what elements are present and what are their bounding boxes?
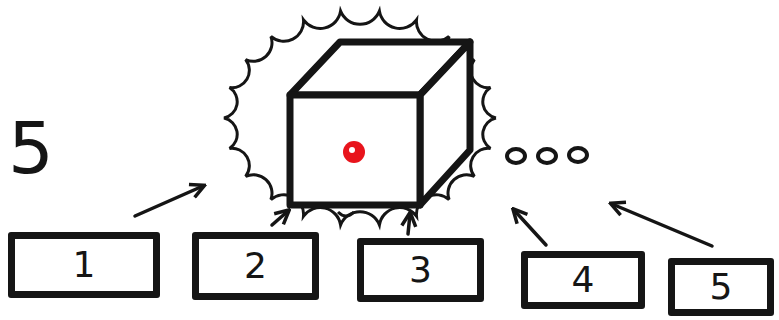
number-box: 5	[668, 258, 774, 316]
box-number: 5	[710, 269, 733, 305]
cube-mark	[338, 212, 354, 216]
red-dot	[343, 141, 365, 163]
dot-highlight	[349, 147, 355, 153]
arrow	[272, 211, 288, 225]
arrow	[135, 186, 203, 216]
cube	[290, 42, 470, 205]
cube-side	[420, 42, 470, 205]
cloud-outline	[224, 11, 496, 225]
box-number: 4	[572, 262, 595, 298]
number-box: 1	[8, 232, 160, 298]
box-number: 2	[244, 248, 267, 284]
count-label: 5	[8, 112, 54, 184]
number-box: 3	[357, 238, 484, 302]
box-number: 3	[409, 252, 432, 288]
arrow	[514, 210, 546, 245]
bubble	[538, 149, 556, 163]
arrow	[612, 204, 712, 246]
box-number: 1	[73, 247, 96, 283]
bubble	[569, 148, 587, 162]
bubble	[507, 149, 525, 163]
number-box: 2	[192, 232, 319, 300]
cube-front	[290, 95, 420, 205]
thought-bubbles	[507, 148, 587, 163]
arrow	[408, 214, 410, 234]
thought-cloud	[224, 11, 496, 225]
number-box: 4	[521, 251, 645, 309]
